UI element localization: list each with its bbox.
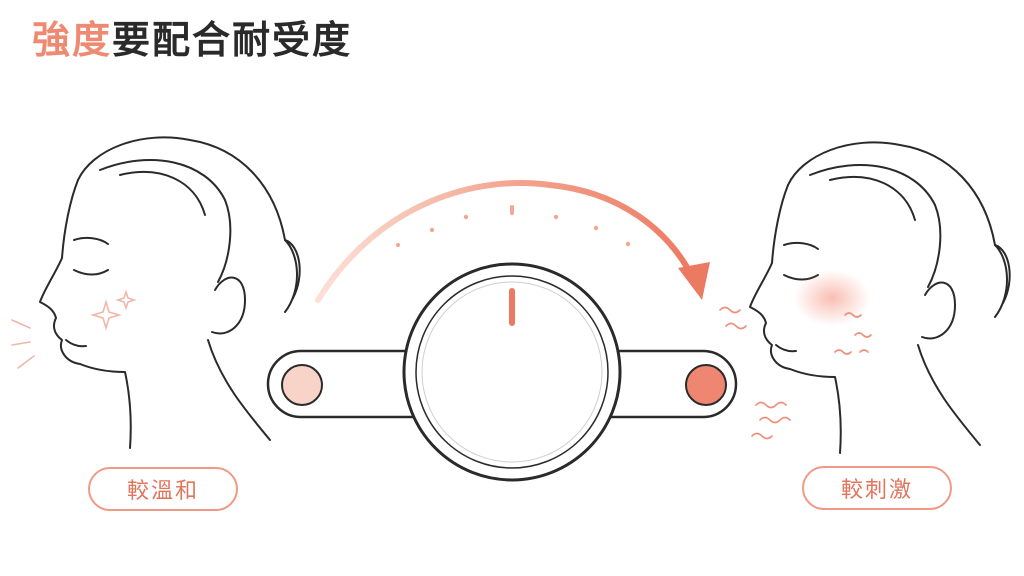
sparkle-icon xyxy=(90,289,137,331)
title-rest: 要配合耐受度 xyxy=(112,18,353,62)
arc-dots xyxy=(396,205,631,247)
irritation-squiggle-icon xyxy=(719,306,872,440)
face-profile-left-icon xyxy=(39,136,301,449)
curved-arrow-icon xyxy=(315,180,710,303)
title-highlight: 強度 xyxy=(32,18,113,62)
breath-lines xyxy=(11,319,35,369)
blush-mark xyxy=(794,270,870,326)
page-title: 強度要配合耐受度 xyxy=(32,18,352,64)
label-irritating: 較刺激 xyxy=(802,466,952,510)
intensity-dial-icon xyxy=(266,262,738,482)
face-profile-right-icon xyxy=(749,141,1011,454)
label-mild: 較溫和 xyxy=(88,467,238,511)
